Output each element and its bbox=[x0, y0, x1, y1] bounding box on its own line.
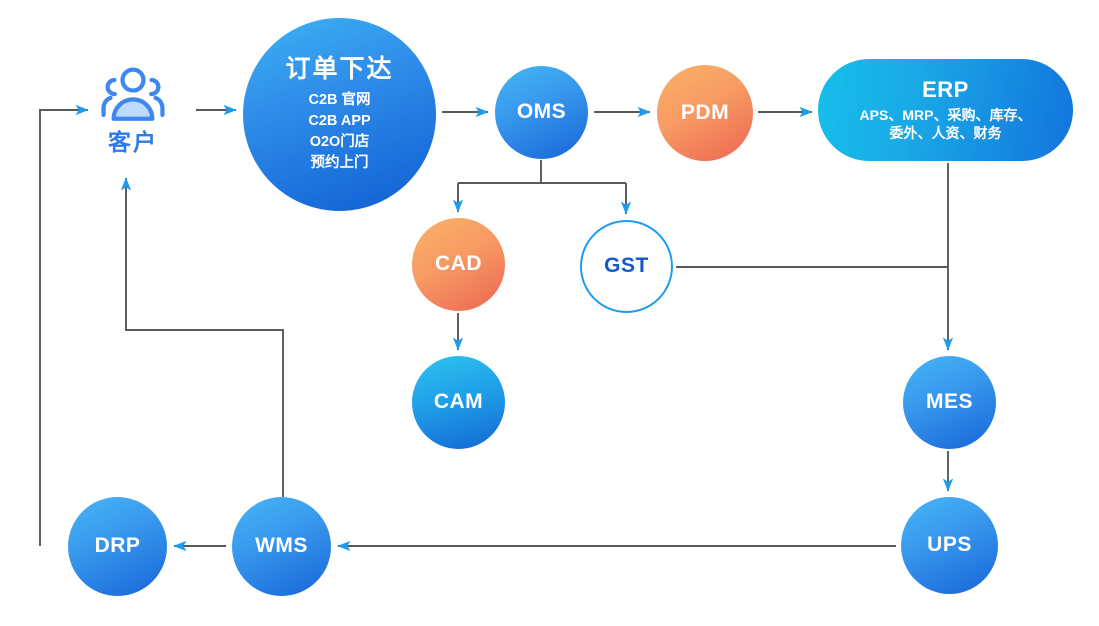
node-pdm-label: PDM bbox=[680, 100, 730, 124]
node-gst-label: GST bbox=[604, 254, 649, 278]
node-erp-subtitle: APS、MRP、采购、库存、 委外、人资、财务 bbox=[860, 106, 1032, 144]
node-oms-label: OMS bbox=[516, 100, 567, 124]
erp-sub-line: APS、MRP、采购、库存、 bbox=[859, 106, 1032, 123]
node-order-placement[interactable]: 订单下达 C2B 官网 C2B APP O2O门店 预约上门 bbox=[243, 18, 436, 211]
node-wms-label: WMS bbox=[255, 534, 308, 558]
node-cam[interactable]: CAM bbox=[412, 356, 505, 449]
order-sub-line: O2O门店 bbox=[309, 133, 370, 150]
node-wms[interactable]: WMS bbox=[232, 497, 331, 596]
node-oms[interactable]: OMS bbox=[495, 66, 588, 159]
node-order-title: 订单下达 bbox=[285, 55, 394, 84]
node-order-subtitle: C2B 官网 C2B APP O2O门店 预约上门 bbox=[308, 90, 370, 174]
node-erp-title: ERP bbox=[922, 76, 969, 102]
customer-label: 客户 bbox=[108, 129, 158, 156]
order-sub-line: 预约上门 bbox=[310, 154, 369, 171]
node-erp[interactable]: ERP APS、MRP、采购、库存、 委外、人资、财务 bbox=[818, 59, 1073, 161]
node-ups[interactable]: UPS bbox=[901, 497, 998, 594]
users-group-icon bbox=[101, 67, 165, 122]
node-customer[interactable]: 客户 bbox=[78, 52, 188, 168]
node-gst[interactable]: GST bbox=[580, 220, 673, 313]
edge-wms-to-customer bbox=[120, 177, 284, 497]
node-cam-label: CAM bbox=[433, 390, 484, 414]
node-cad-label: CAD bbox=[435, 252, 482, 276]
erp-sub-line: 委外、人资、财务 bbox=[889, 125, 1002, 142]
node-mes[interactable]: MES bbox=[903, 356, 996, 449]
order-sub-line: C2B 官网 bbox=[308, 91, 371, 108]
node-drp[interactable]: DRP bbox=[68, 497, 167, 596]
order-sub-line: C2B APP bbox=[308, 112, 371, 129]
node-pdm[interactable]: PDM bbox=[657, 65, 753, 161]
node-mes-label: MES bbox=[925, 390, 973, 414]
edge-drp-to-customer bbox=[39, 104, 89, 546]
node-ups-label: UPS bbox=[927, 533, 972, 557]
node-cad[interactable]: CAD bbox=[412, 218, 505, 311]
node-drp-label: DRP bbox=[94, 534, 141, 558]
